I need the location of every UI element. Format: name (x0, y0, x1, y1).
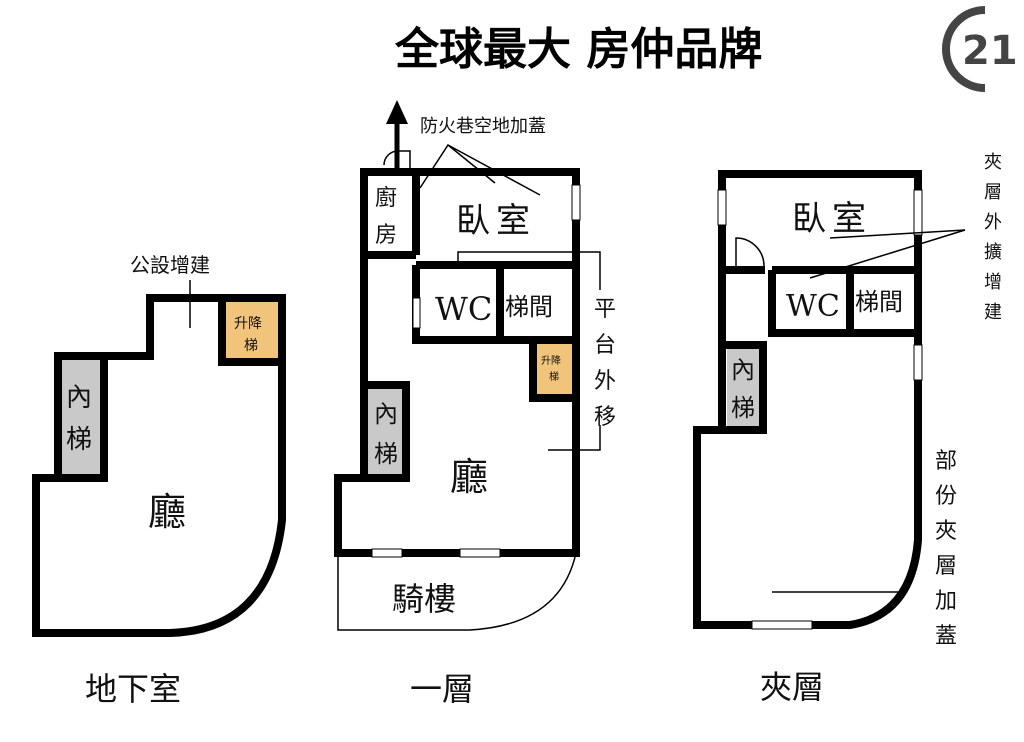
ground-bedroom-label: 臥室 (456, 201, 536, 241)
basement-hall-label: 廳 (148, 490, 186, 534)
ground-stairwell-label: 梯間 (505, 293, 553, 321)
basement-lift-label-2: 梯 (244, 338, 258, 354)
mezz-wc-label: WC (786, 289, 840, 324)
mezz-stair-label: 內 (731, 356, 755, 384)
mezz-annotation-side-1: 部 (935, 449, 957, 474)
mezz-bedroom-label: 臥室 (792, 199, 872, 239)
mezz-annotation-side-3: 夾 (935, 519, 957, 544)
basement-plan: 公設增建 升降 梯 內 梯 廳 地下室 (32, 253, 286, 708)
mezz-annotation-top-2: 層 (984, 182, 1002, 203)
header-slogan: 全球最大 房仲品牌 (394, 24, 762, 75)
mezz-annotation-side-6: 蓋 (935, 624, 957, 649)
ground-annotation-side-1: 平 (594, 297, 616, 322)
basement-inner-stair (58, 360, 104, 476)
basement-stair-label: 內 (66, 383, 92, 413)
basement-title: 地下室 (85, 670, 181, 708)
ground-annotation-side-4: 移 (594, 405, 616, 430)
mezz-annotation-top-5: 增 (984, 272, 1002, 293)
ground-title: 一層 (410, 670, 474, 708)
ground-kitchen-label: 廚 (375, 186, 397, 211)
logo-text: 21 (962, 28, 1018, 74)
mezz-stairwell-label: 梯間 (855, 288, 903, 316)
mezz-annotation-top-3: 外 (984, 212, 1002, 233)
mezz-inner-stair (727, 348, 763, 428)
ground-floor-plan: 防火巷空地加蓋 平 台 外 移 廚 房 臥室 WC 梯間 升降 梯 內 梯 廳 … (334, 100, 616, 708)
ground-kitchen-label-2: 房 (375, 223, 397, 248)
mezz-annotation-side-4: 層 (935, 554, 957, 579)
basement-lift-label: 升降 (234, 316, 262, 332)
ground-hall-label: 廳 (450, 455, 488, 499)
ground-annotation-side-2: 台 (594, 333, 616, 358)
basement-stair-label-2: 梯 (66, 425, 92, 455)
ground-stair-label: 內 (374, 400, 398, 428)
ground-annotation-top: 防火巷空地加蓋 (420, 116, 546, 137)
ground-arcade-label: 騎樓 (392, 580, 456, 618)
ground-lift-label: 升降 (541, 354, 561, 367)
mezz-annotation-top-4: 擴 (984, 242, 1002, 263)
mezz-annotation-side-5: 加 (935, 589, 957, 614)
north-arrow-icon (386, 100, 408, 124)
century21-logo: 21 (942, 6, 1018, 92)
mezz-annotation-top-6: 建 (984, 302, 1002, 323)
mezz-annotation-side-2: 份 (935, 484, 957, 509)
basement-annotation: 公設增建 (130, 253, 210, 277)
mezz-annotation-top-1: 夾 (984, 152, 1002, 173)
ground-wc-label: WC (435, 290, 492, 328)
ground-annotation-side-3: 外 (594, 369, 616, 394)
ground-inner-stair (368, 388, 406, 474)
mezzanine-plan: 夾 層 外 擴 增 建 部 份 夾 層 加 蓋 臥室 WC 梯間 內 梯 夾層 (693, 152, 1002, 706)
ground-lift-label-2: 梯 (549, 370, 559, 383)
ground-stair-label-2: 梯 (374, 440, 398, 468)
mezz-stair-label-2: 梯 (731, 394, 755, 422)
basement-lift (222, 300, 282, 362)
mezz-title: 夾層 (760, 668, 824, 706)
ground-lift (537, 342, 573, 396)
